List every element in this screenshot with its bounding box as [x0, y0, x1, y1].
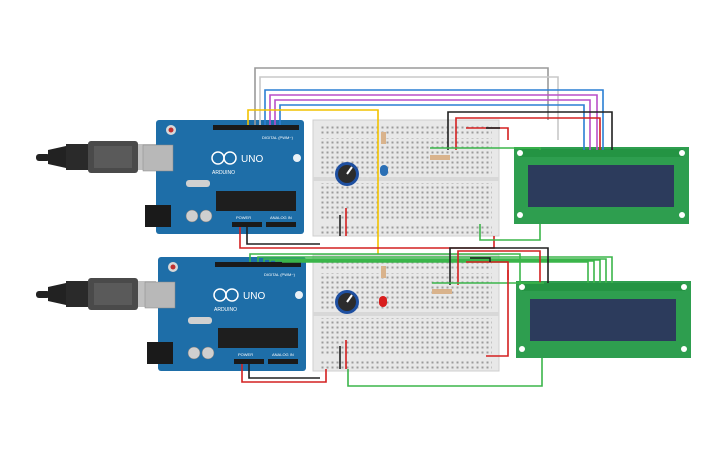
led-red-bottom: [379, 296, 387, 307]
resistor-bottom-2: [432, 289, 452, 294]
top-circuit: DIGITAL (PWM~) ARDUINO UNO POWER ANALOG …: [36, 67, 689, 270]
bottom-circuit: DIGITAL (PWM~) ARDUINO UNO POWER ANALOG …: [36, 247, 691, 387]
power-jack: [145, 205, 171, 227]
breadboard-bottom: [312, 254, 500, 372]
atmega-chip: [216, 191, 296, 211]
lcd-display-top: [514, 147, 689, 224]
resistor-top-1: [381, 132, 386, 144]
analog-header: [266, 222, 296, 227]
wires-top: [239, 67, 613, 270]
digital-header: [213, 125, 299, 130]
potentiometer-bottom[interactable]: [335, 290, 359, 314]
usb-cable-bottom: [36, 278, 156, 310]
usb-port: [142, 144, 174, 172]
wires-bottom: [241, 247, 613, 387]
lcd-screen-top: [528, 165, 674, 207]
lcd-display-bottom: [516, 281, 691, 358]
digital-label: DIGITAL (PWM~): [262, 135, 294, 140]
arduino-board-bottom[interactable]: DIGITAL (PWM~) ARDUINO UNO POWER ANALOG …: [144, 257, 306, 371]
power-label: POWER: [238, 352, 253, 357]
board-model: UNO: [243, 291, 265, 302]
analog-label: ANALOG IN: [272, 352, 294, 357]
power-header: [232, 222, 262, 227]
lcd-screen-bottom: [530, 299, 676, 341]
usb-cable-top: [36, 141, 156, 173]
resistor-bottom-1: [381, 266, 386, 278]
arduino-board-top[interactable]: DIGITAL (PWM~) ARDUINO UNO POWER ANALOG …: [142, 120, 304, 234]
board-model: UNO: [241, 154, 263, 165]
analog-header: [268, 359, 298, 364]
power-header: [234, 359, 264, 364]
power-jack: [147, 342, 173, 364]
resistor-top-2: [430, 155, 450, 160]
usb-port: [144, 281, 176, 309]
board-logo: ARDUINO: [214, 307, 237, 313]
board-logo: ARDUINO: [212, 170, 235, 176]
led-blue-top: [380, 165, 388, 176]
power-label: POWER: [236, 215, 251, 220]
analog-label: ANALOG IN: [270, 215, 292, 220]
atmega-chip: [218, 328, 298, 348]
potentiometer-top[interactable]: [335, 162, 359, 186]
digital-label: DIGITAL (PWM~): [264, 272, 296, 277]
digital-header: [215, 262, 301, 267]
